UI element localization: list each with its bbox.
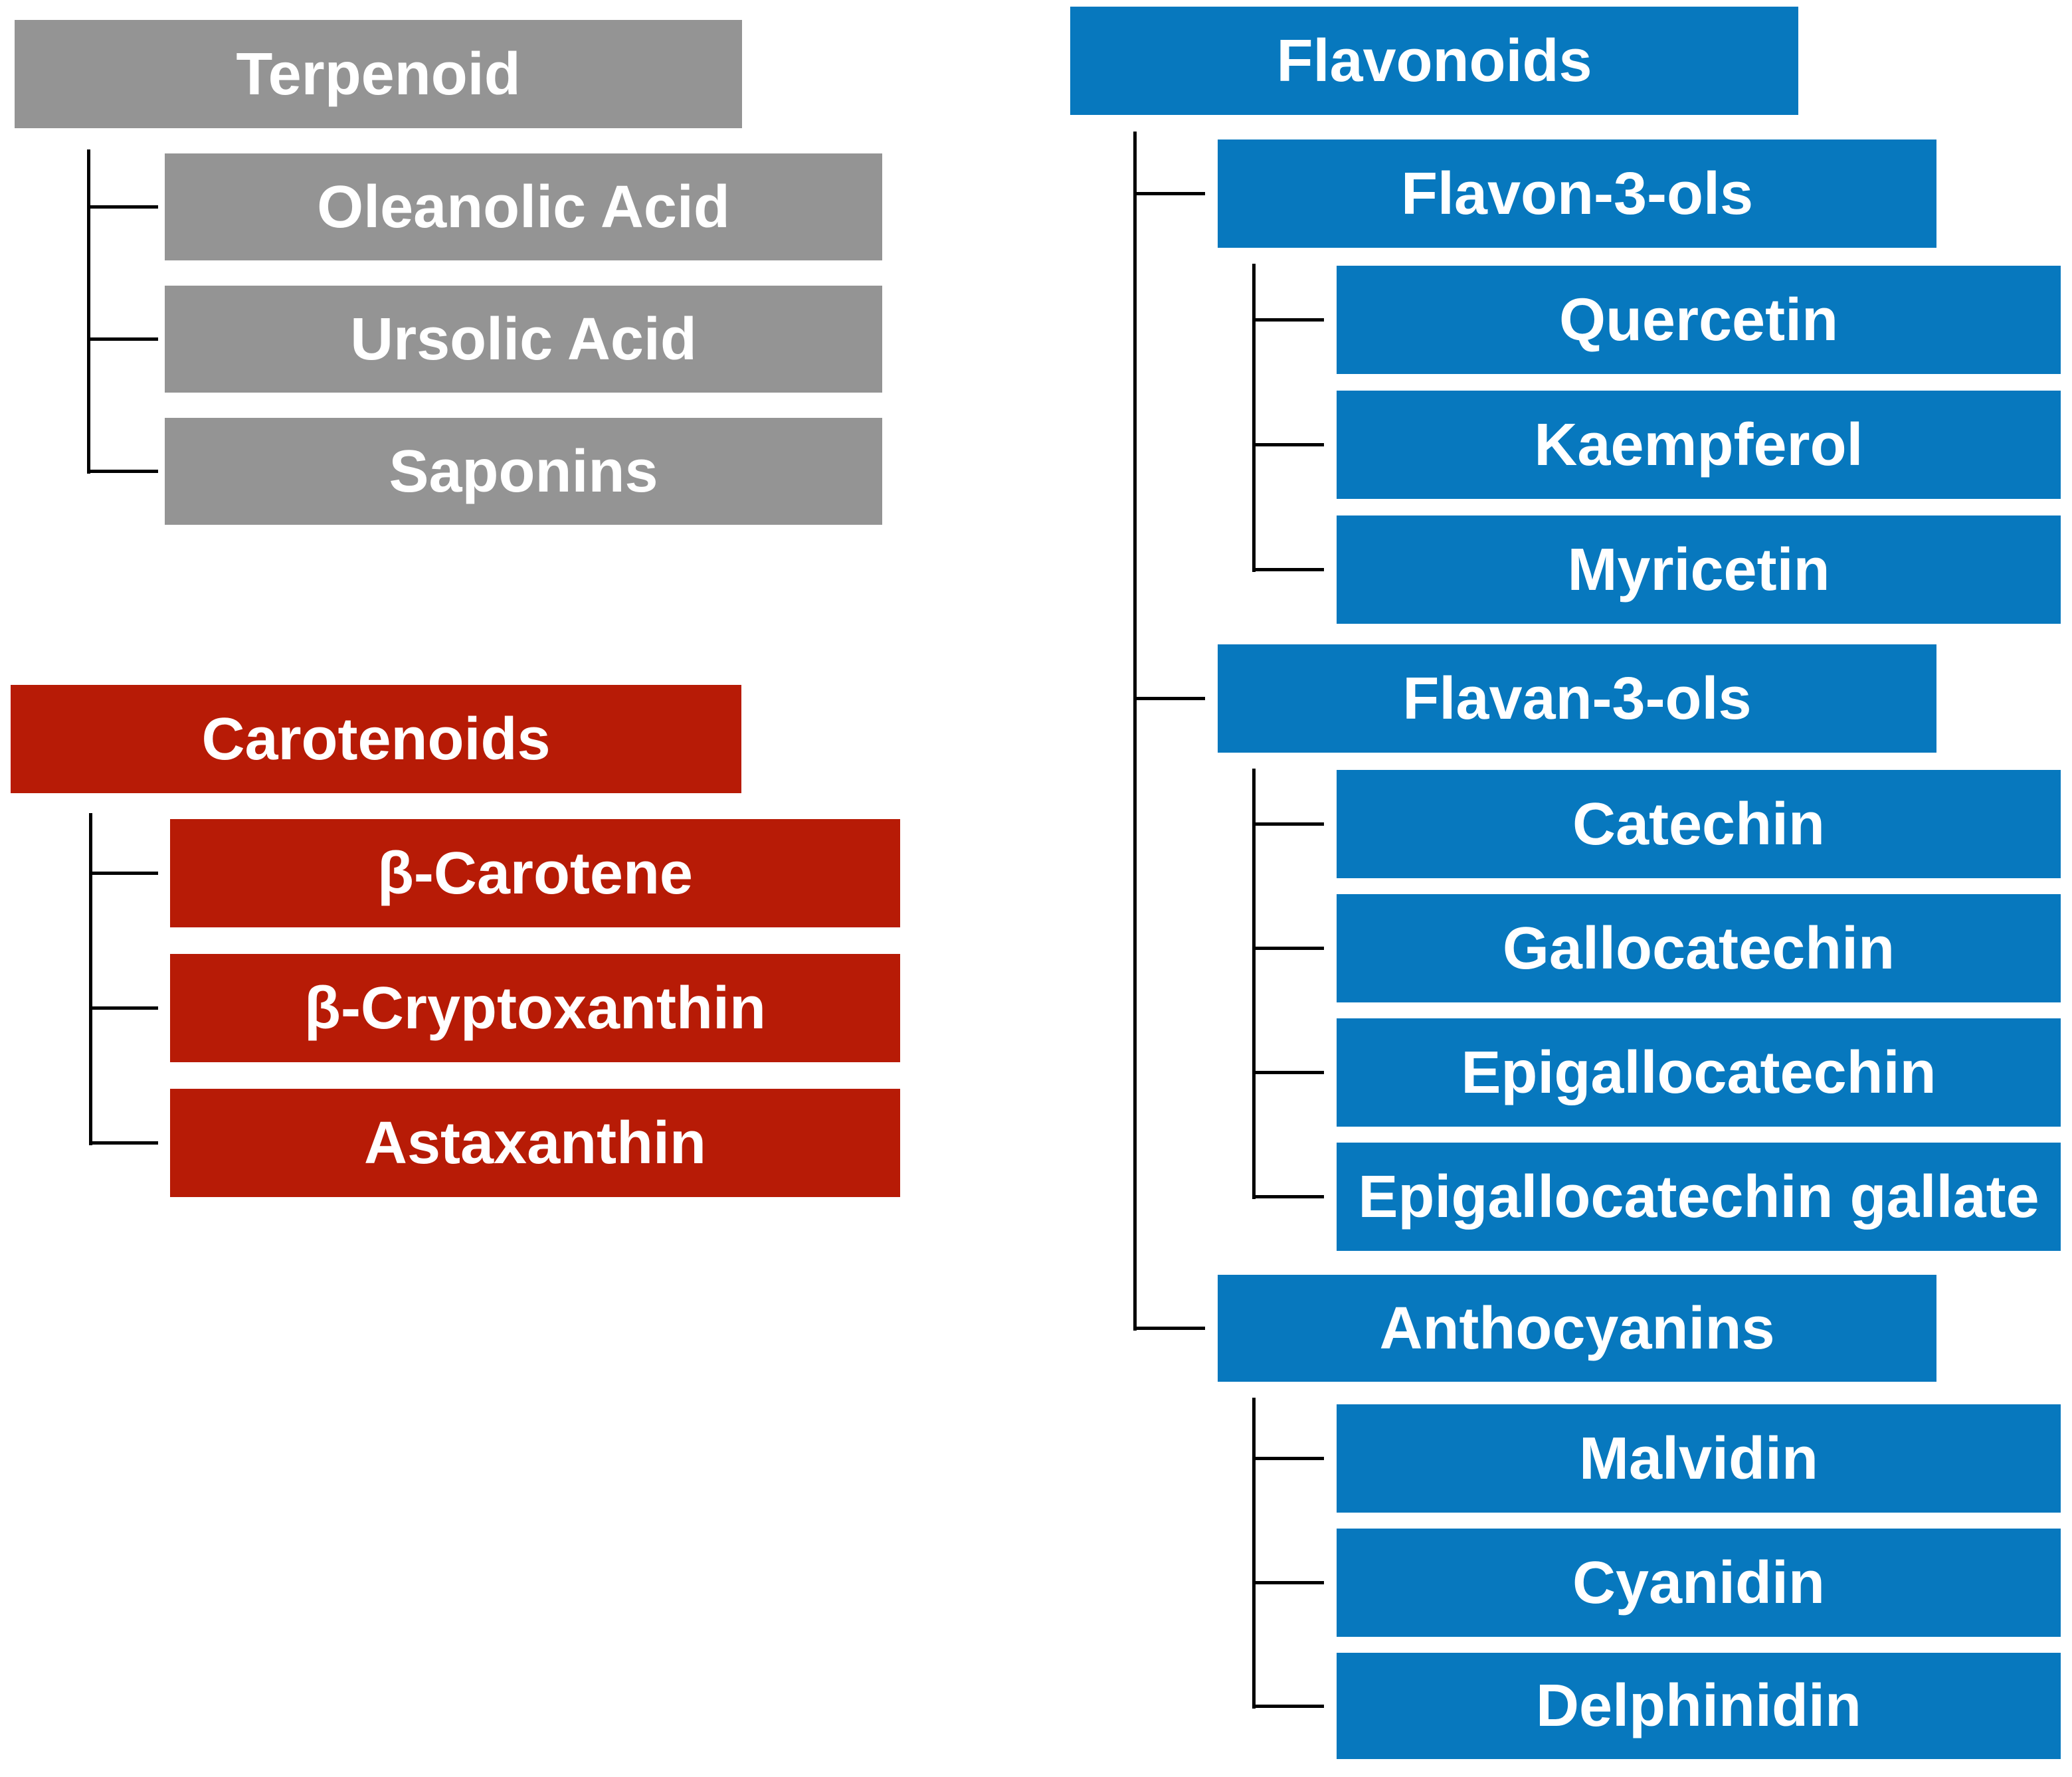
flavan3ols-trunk-line (1252, 769, 1256, 1199)
malvidin-box: Malvidin (1337, 1404, 2061, 1513)
ursolic-acid-box: Ursolic Acid (165, 286, 882, 393)
delphinidin-label: Delphinidin (1536, 1673, 1861, 1739)
carotenoids-bcarotene-connector (89, 872, 158, 875)
saponins-label: Saponins (389, 438, 658, 505)
flavon3ols-myricetin-connector (1252, 568, 1324, 571)
astaxanthin-box: Astaxanthin (170, 1089, 900, 1197)
terpenoid-label: Terpenoid (236, 41, 521, 108)
flavonoids-label: Flavonoids (1276, 27, 1592, 94)
catechin-box: Catechin (1337, 770, 2061, 878)
beta-carotene-label: β-Carotene (377, 840, 693, 907)
anthocyanins-malvidin-connector (1252, 1457, 1324, 1460)
flavonoids-anthocyanins-connector (1133, 1327, 1205, 1330)
kaempferol-box: Kaempferol (1337, 391, 2061, 499)
quercetin-box: Quercetin (1337, 266, 2061, 374)
flavon-3-ols-box: Flavon-3-ols (1218, 140, 1936, 248)
flavon3ols-trunk-line (1252, 264, 1256, 572)
anthocyanins-box: Anthocyanins (1218, 1275, 1936, 1382)
flavan3ols-epigallocatechin-connector (1252, 1071, 1324, 1074)
flavon3ols-quercetin-connector (1252, 318, 1324, 322)
beta-cryptoxanthin-label: β-Cryptoxanthin (304, 975, 766, 1042)
carotenoids-astaxanthin-connector (89, 1141, 158, 1145)
beta-cryptoxanthin-box: β-Cryptoxanthin (170, 954, 900, 1062)
flavonoids-flavan3ols-connector (1133, 697, 1205, 700)
flavonoids-trunk-line (1133, 132, 1137, 1331)
flavan3ols-gallocatechin-connector (1252, 947, 1324, 950)
flavonoids-flavon3ols-connector (1133, 192, 1205, 195)
oleanolic-acid-label: Oleanolic Acid (317, 173, 730, 240)
ursolic-acid-label: Ursolic Acid (350, 306, 697, 373)
carotenoids-trunk-line (89, 813, 92, 1145)
flavon-3-ols-label: Flavon-3-ols (1400, 160, 1754, 227)
quercetin-label: Quercetin (1558, 286, 1839, 353)
cyanidin-box: Cyanidin (1337, 1529, 2061, 1637)
terpenoid-trunk-line (87, 149, 90, 474)
carotenoids-bcryptoxanthin-connector (89, 1006, 158, 1010)
malvidin-label: Malvidin (1578, 1425, 1819, 1492)
myricetin-label: Myricetin (1567, 536, 1830, 603)
epigallocatechin-box: Epigallocatechin (1337, 1018, 2061, 1127)
flavon3ols-kaempferol-connector (1252, 443, 1324, 446)
catechin-label: Catechin (1572, 791, 1826, 858)
anthocyanins-label: Anthocyanins (1379, 1295, 1775, 1362)
carotenoids-label: Carotenoids (201, 705, 551, 773)
gallocatechin-box: Gallocatechin (1337, 894, 2061, 1002)
anthocyanins-cyanidin-connector (1252, 1581, 1324, 1584)
flavonoids-box: Flavonoids (1070, 7, 1798, 115)
oleanolic-acid-box: Oleanolic Acid (165, 153, 882, 260)
anthocyanins-delphinidin-connector (1252, 1705, 1324, 1708)
flavan3ols-egcg-connector (1252, 1195, 1324, 1198)
saponins-box: Saponins (165, 418, 882, 525)
epigallocatechin-label: Epigallocatechin (1461, 1039, 1936, 1106)
epigallocatechin-gallate-box: Epigallocatechin gallate (1337, 1143, 2061, 1251)
gallocatechin-label: Gallocatechin (1502, 915, 1895, 982)
beta-carotene-box: β-Carotene (170, 819, 900, 927)
carotenoids-box: Carotenoids (11, 685, 741, 793)
kaempferol-label: Kaempferol (1534, 411, 1863, 478)
myricetin-box: Myricetin (1337, 515, 2061, 624)
terpenoid-ursolic-connector (87, 337, 158, 341)
epigallocatechin-gallate-label: Epigallocatechin gallate (1358, 1163, 2039, 1230)
terpenoid-saponins-connector (87, 470, 158, 473)
cyanidin-label: Cyanidin (1572, 1549, 1826, 1616)
flavan3ols-catechin-connector (1252, 822, 1324, 826)
astaxanthin-label: Astaxanthin (363, 1109, 707, 1176)
flavan-3-ols-label: Flavan-3-ols (1402, 665, 1752, 732)
anthocyanins-trunk-line (1252, 1398, 1256, 1709)
terpenoid-box: Terpenoid (15, 20, 742, 128)
terpenoid-oleanolic-connector (87, 205, 158, 209)
flavan-3-ols-box: Flavan-3-ols (1218, 644, 1936, 753)
delphinidin-box: Delphinidin (1337, 1653, 2061, 1759)
